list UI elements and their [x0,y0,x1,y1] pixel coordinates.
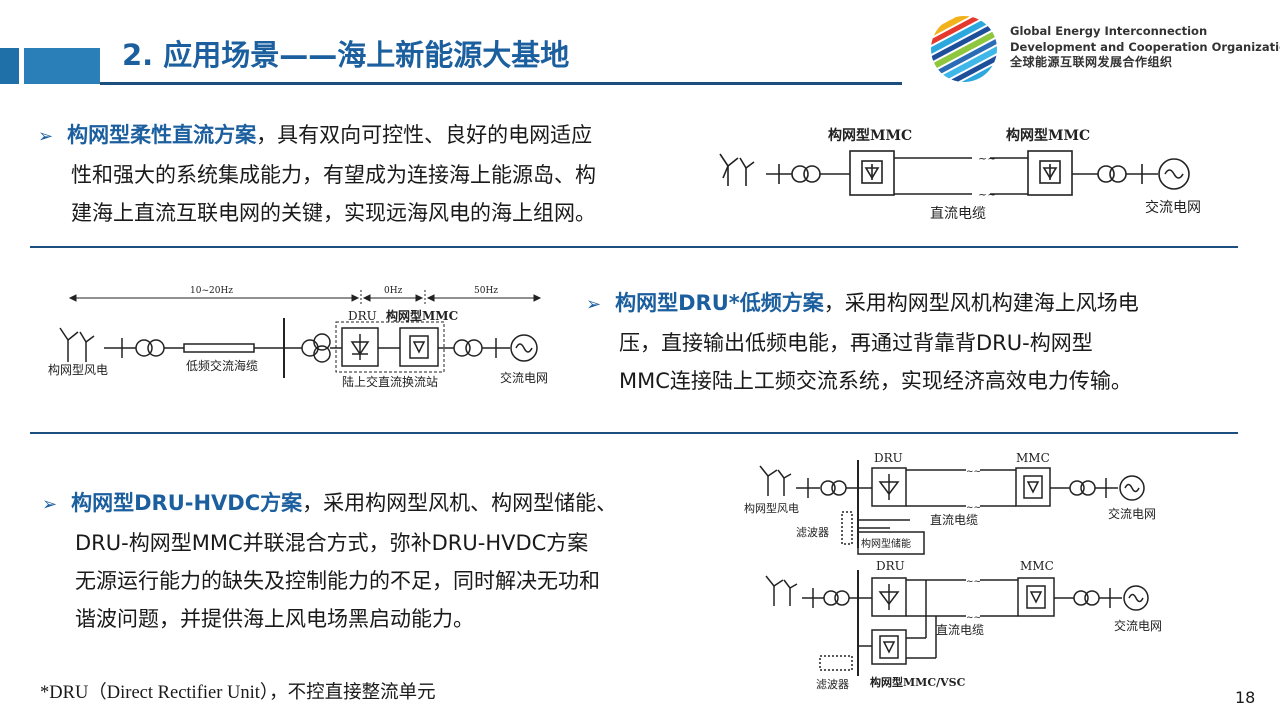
section1-line1: ，具有双向可控性、良好的电网适应 [256,123,593,147]
svg-text:~~: ~~ [966,577,981,587]
section2-highlight: 构网型DRU*低频方案 [615,291,824,315]
ac-source-icon [1158,158,1190,190]
storage-label: 构网型储能 [861,537,911,550]
bullet-arrow-icon: ➢ [38,126,54,147]
ac-grid-label: 交流电网 [1145,199,1201,216]
mmc-box [1017,577,1055,617]
dc-cable-label: 直流电缆 [930,205,986,222]
divider-1 [30,246,1238,248]
geidco-logo-icon [931,16,997,82]
svg-text:~~: ~~ [966,503,981,513]
organization-name: Global Energy Interconnection Developmen… [1010,24,1280,71]
section3-line1: ，采用构网型风机、构网型储能、 [302,491,618,515]
section3-line4: 谐波问题，并提供海上风电场黑启动能力。 [75,607,474,631]
section3-diagram-b: ~~ ~~ DRU MMC 直流电缆 交流电网 滤波器 构网型MMC/VSC [765,559,1162,691]
section2-line2: 压，直接输出低频电能，再通过背靠背DRU-构网型 [619,331,1093,355]
svg-text:~~: ~~ [978,152,996,165]
section2-diagram: 10~20Hz 0Hz 50Hz DRU 构网型MMC 构网型风电 低频交流海缆… [48,286,548,389]
station-label: 陆上交直流换流站 [342,374,438,389]
filter-label: 滤波器 [796,526,829,539]
cable-label: 低频交流海缆 [186,358,258,373]
section1-line2: 性和强大的系统集成能力，有望成为连接海上能源岛、构 [71,163,596,187]
dru-label: DRU [348,309,377,323]
mmc-box [399,327,439,367]
wind-label: 构网型风电 [48,362,108,377]
section2-line1: ，采用构网型风机构建海上风场电 [823,291,1139,315]
org-name-en-1: Global Energy Interconnection [1010,24,1208,38]
vsc-label: 构网型MMC/VSC [870,675,966,689]
section3-diagram-a: ~~ ~~ DRU MMC 构网型风电 滤波器 构网型储能 直流电缆 交流电网 [744,451,1156,555]
mmc-left-label: 构网型MMC [828,127,912,144]
wind-label: 构网型风电 [744,501,799,515]
title-underline [100,82,902,85]
divider-2 [30,432,1238,434]
wind-turbine-icon [765,575,798,606]
bullet-arrow-icon: ➢ [586,294,602,315]
org-name-en-2: Development and Cooperation Organization [1010,39,1280,54]
mmc-right-box [1027,150,1073,196]
footnote: *DRU（Direct Rectifier Unit），不控直接整流单元 [40,683,436,703]
mmc-label: MMC [1016,451,1050,465]
storage-box [857,531,925,555]
ac-source-icon [1123,585,1149,611]
cable-label: 直流电缆 [936,623,984,637]
section3-line3: 无源运行能力的缺失及控制能力的不足，同时解决无功和 [75,569,600,593]
wind-turbine-icon [759,465,792,496]
page-number: 18 [1235,688,1256,707]
vsc-box [871,629,907,665]
low-freq-cable-icon [183,343,255,353]
dru-label: DRU [876,559,905,573]
grid-label: 交流电网 [1108,506,1156,521]
section1-text: ➢ 构网型柔性直流方案，具有双向可控性、良好的电网适应 性和强大的系统集成能力，有… [38,116,698,232]
section1-line3: 建海上直流互联电网的关键，实现远海风电的海上组网。 [71,201,596,225]
title-bar-accent [24,48,100,84]
cable-label: 直流电缆 [930,513,978,527]
wind-turbine-icon [719,153,755,186]
mmc-box [1015,467,1051,507]
freq-label-50: 50Hz [474,286,498,296]
svg-text:~~: ~~ [966,613,981,623]
section1-highlight: 构网型柔性直流方案 [67,123,257,147]
org-name-cn: 全球能源互联网发展合作组织 [1010,55,1173,69]
slide-title: 2. 应用场景——海上新能源大基地 [122,38,570,72]
section2-line3: MMC连接陆上工频交流系统，实现经济高效电力传输。 [619,369,1132,393]
freq-label-low: 10~20Hz [190,286,233,296]
dru-box [871,577,907,617]
transformer-icon [791,165,821,183]
filter-icon [819,655,853,671]
freq-label-dc: 0Hz [384,286,403,296]
title-bar-accent-small [0,48,19,84]
filter-label: 滤波器 [816,678,849,691]
dru-box [871,467,907,507]
section3-text: ➢ 构网型DRU-HVDC方案，采用构网型风机、构网型储能、 DRU-构网型MMC… [42,484,702,638]
section3-line2: DRU-构网型MMC并联混合方式，弥补DRU-HVDC方案 [75,531,589,555]
dru-box [341,327,379,367]
mmc-label: MMC [1020,559,1054,573]
wind-turbine-icon [59,327,95,362]
dru-label: DRU [874,451,903,465]
section3-highlight: 构网型DRU-HVDC方案 [71,491,303,515]
mmc-label: 构网型MMC [386,308,458,323]
filter-icon [841,511,853,545]
svg-text:~~: ~~ [978,188,996,201]
bullet-arrow-icon: ➢ [42,494,58,515]
grid-label: 交流电网 [500,370,548,385]
ac-source-icon [510,334,538,362]
mmc-left-box [849,150,895,196]
svg-text:~~: ~~ [966,467,981,477]
mmc-right-label: 构网型MMC [1006,127,1090,144]
grid-label: 交流电网 [1114,618,1162,633]
section1-diagram: ~~ ~~ 构网型MMC 构网型MMC 直流电缆 交流电网 [719,127,1201,222]
section2-text: ➢ 构网型DRU*低频方案，采用构网型风机构建海上风场电 压，直接输出低频电能，再… [586,284,1236,400]
ac-source-icon [1119,475,1145,501]
